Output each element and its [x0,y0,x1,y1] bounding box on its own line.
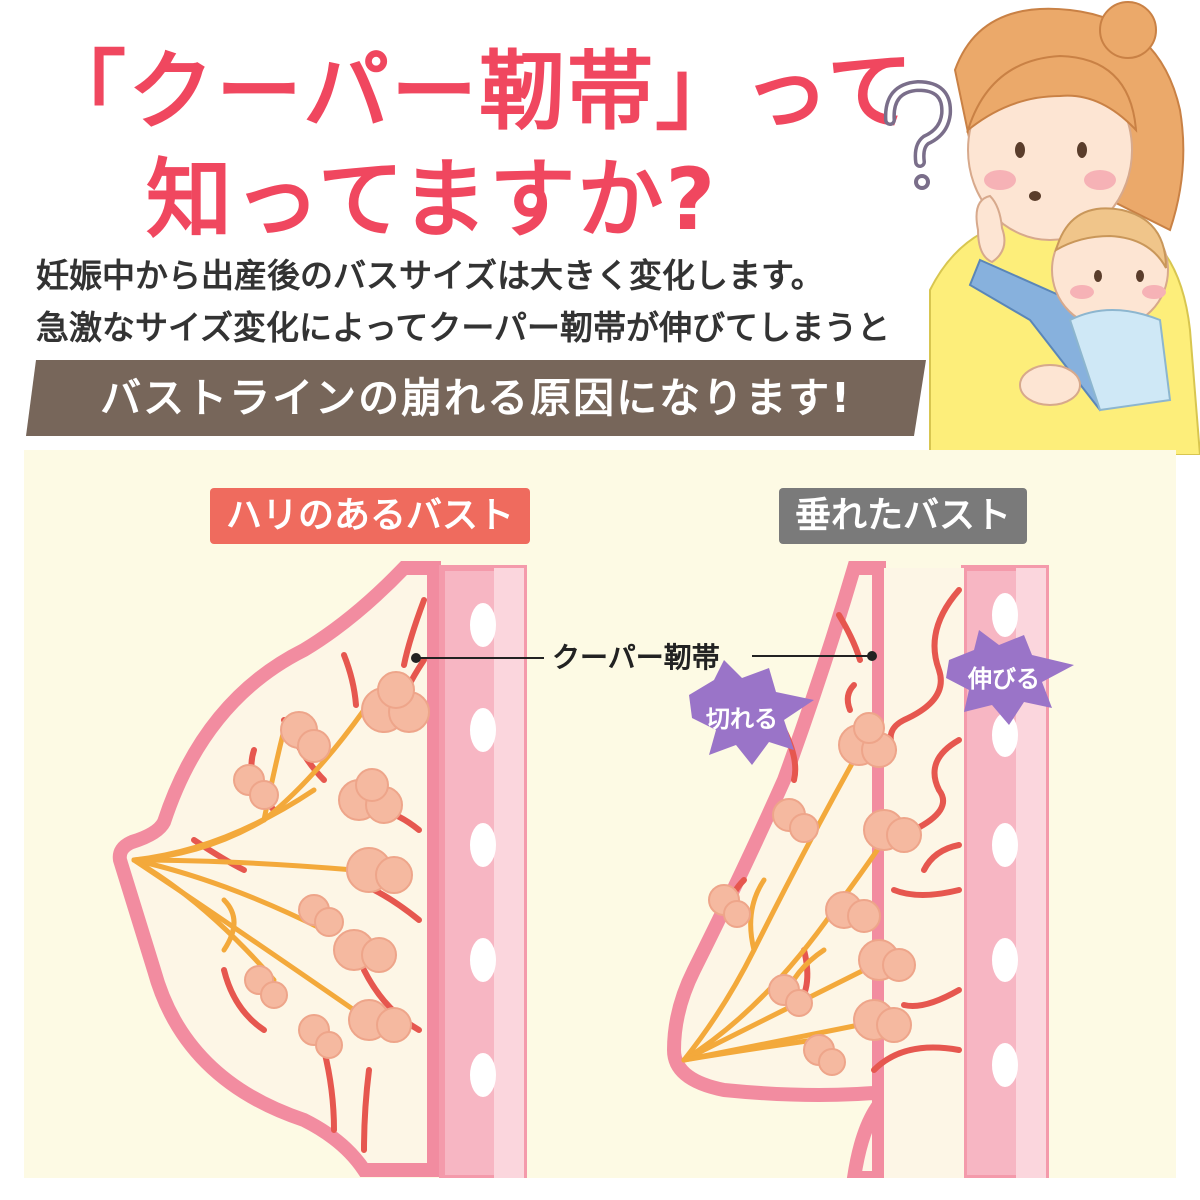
firm-mammary-glands [233,671,430,1059]
rib [992,593,1018,637]
torn-badge: 切れる [689,660,814,765]
torn-burst-shape [689,660,814,765]
sag-mammary-glands [708,712,922,1076]
body-line-1: 妊娠中から出産後のバスサイズは大きく変化します。 [36,256,824,295]
breast-diagram: 切れる 伸びる [112,561,1074,1178]
body-line-2: 急激なサイズ変化によってクーパー靭帯が伸びてしまうと [36,308,891,347]
rib [992,1043,1018,1087]
firm-milk-ducts [131,707,367,1013]
torn-label: 切れる [706,705,778,733]
stretched-label: 伸びる [967,665,1040,693]
rib [470,938,496,982]
rib [992,823,1018,867]
mother-with-baby-illustration [883,1,1200,455]
firm-breast [112,561,527,1178]
headline-line-2: 知ってますか? [146,150,718,250]
leader-line-left [418,657,544,659]
headline: 「クーパー靭帯」って 知ってますか? [40,38,915,254]
leader-dot-right [867,651,877,661]
stretched-burst-shape [946,630,1074,725]
sagging-breast [666,561,1049,1178]
rib [992,713,1018,757]
firm-bust-label: ハリのあるバスト [210,488,531,544]
rib [470,823,496,867]
body-text: 妊娠中から出産後のバスサイズは大きく変化します。 急激なサイズ変化によってクーパ… [36,250,890,354]
leader-line-right [752,655,872,657]
leader-dot-left [411,653,421,663]
rib [470,603,496,647]
sagging-bust-label: 垂れたバスト [779,488,1028,544]
stretched-badge: 伸びる [946,630,1074,725]
rib [470,708,496,752]
rib [470,1053,496,1097]
cause-banner: バストラインの崩れる原因になります! [26,360,926,436]
question-mark-icon [883,79,953,190]
rib [992,938,1018,982]
headline-line-1: 「クーパー靭帯」って [40,42,915,142]
cooper-ligament-label: クーパー靭帯 [552,641,720,674]
